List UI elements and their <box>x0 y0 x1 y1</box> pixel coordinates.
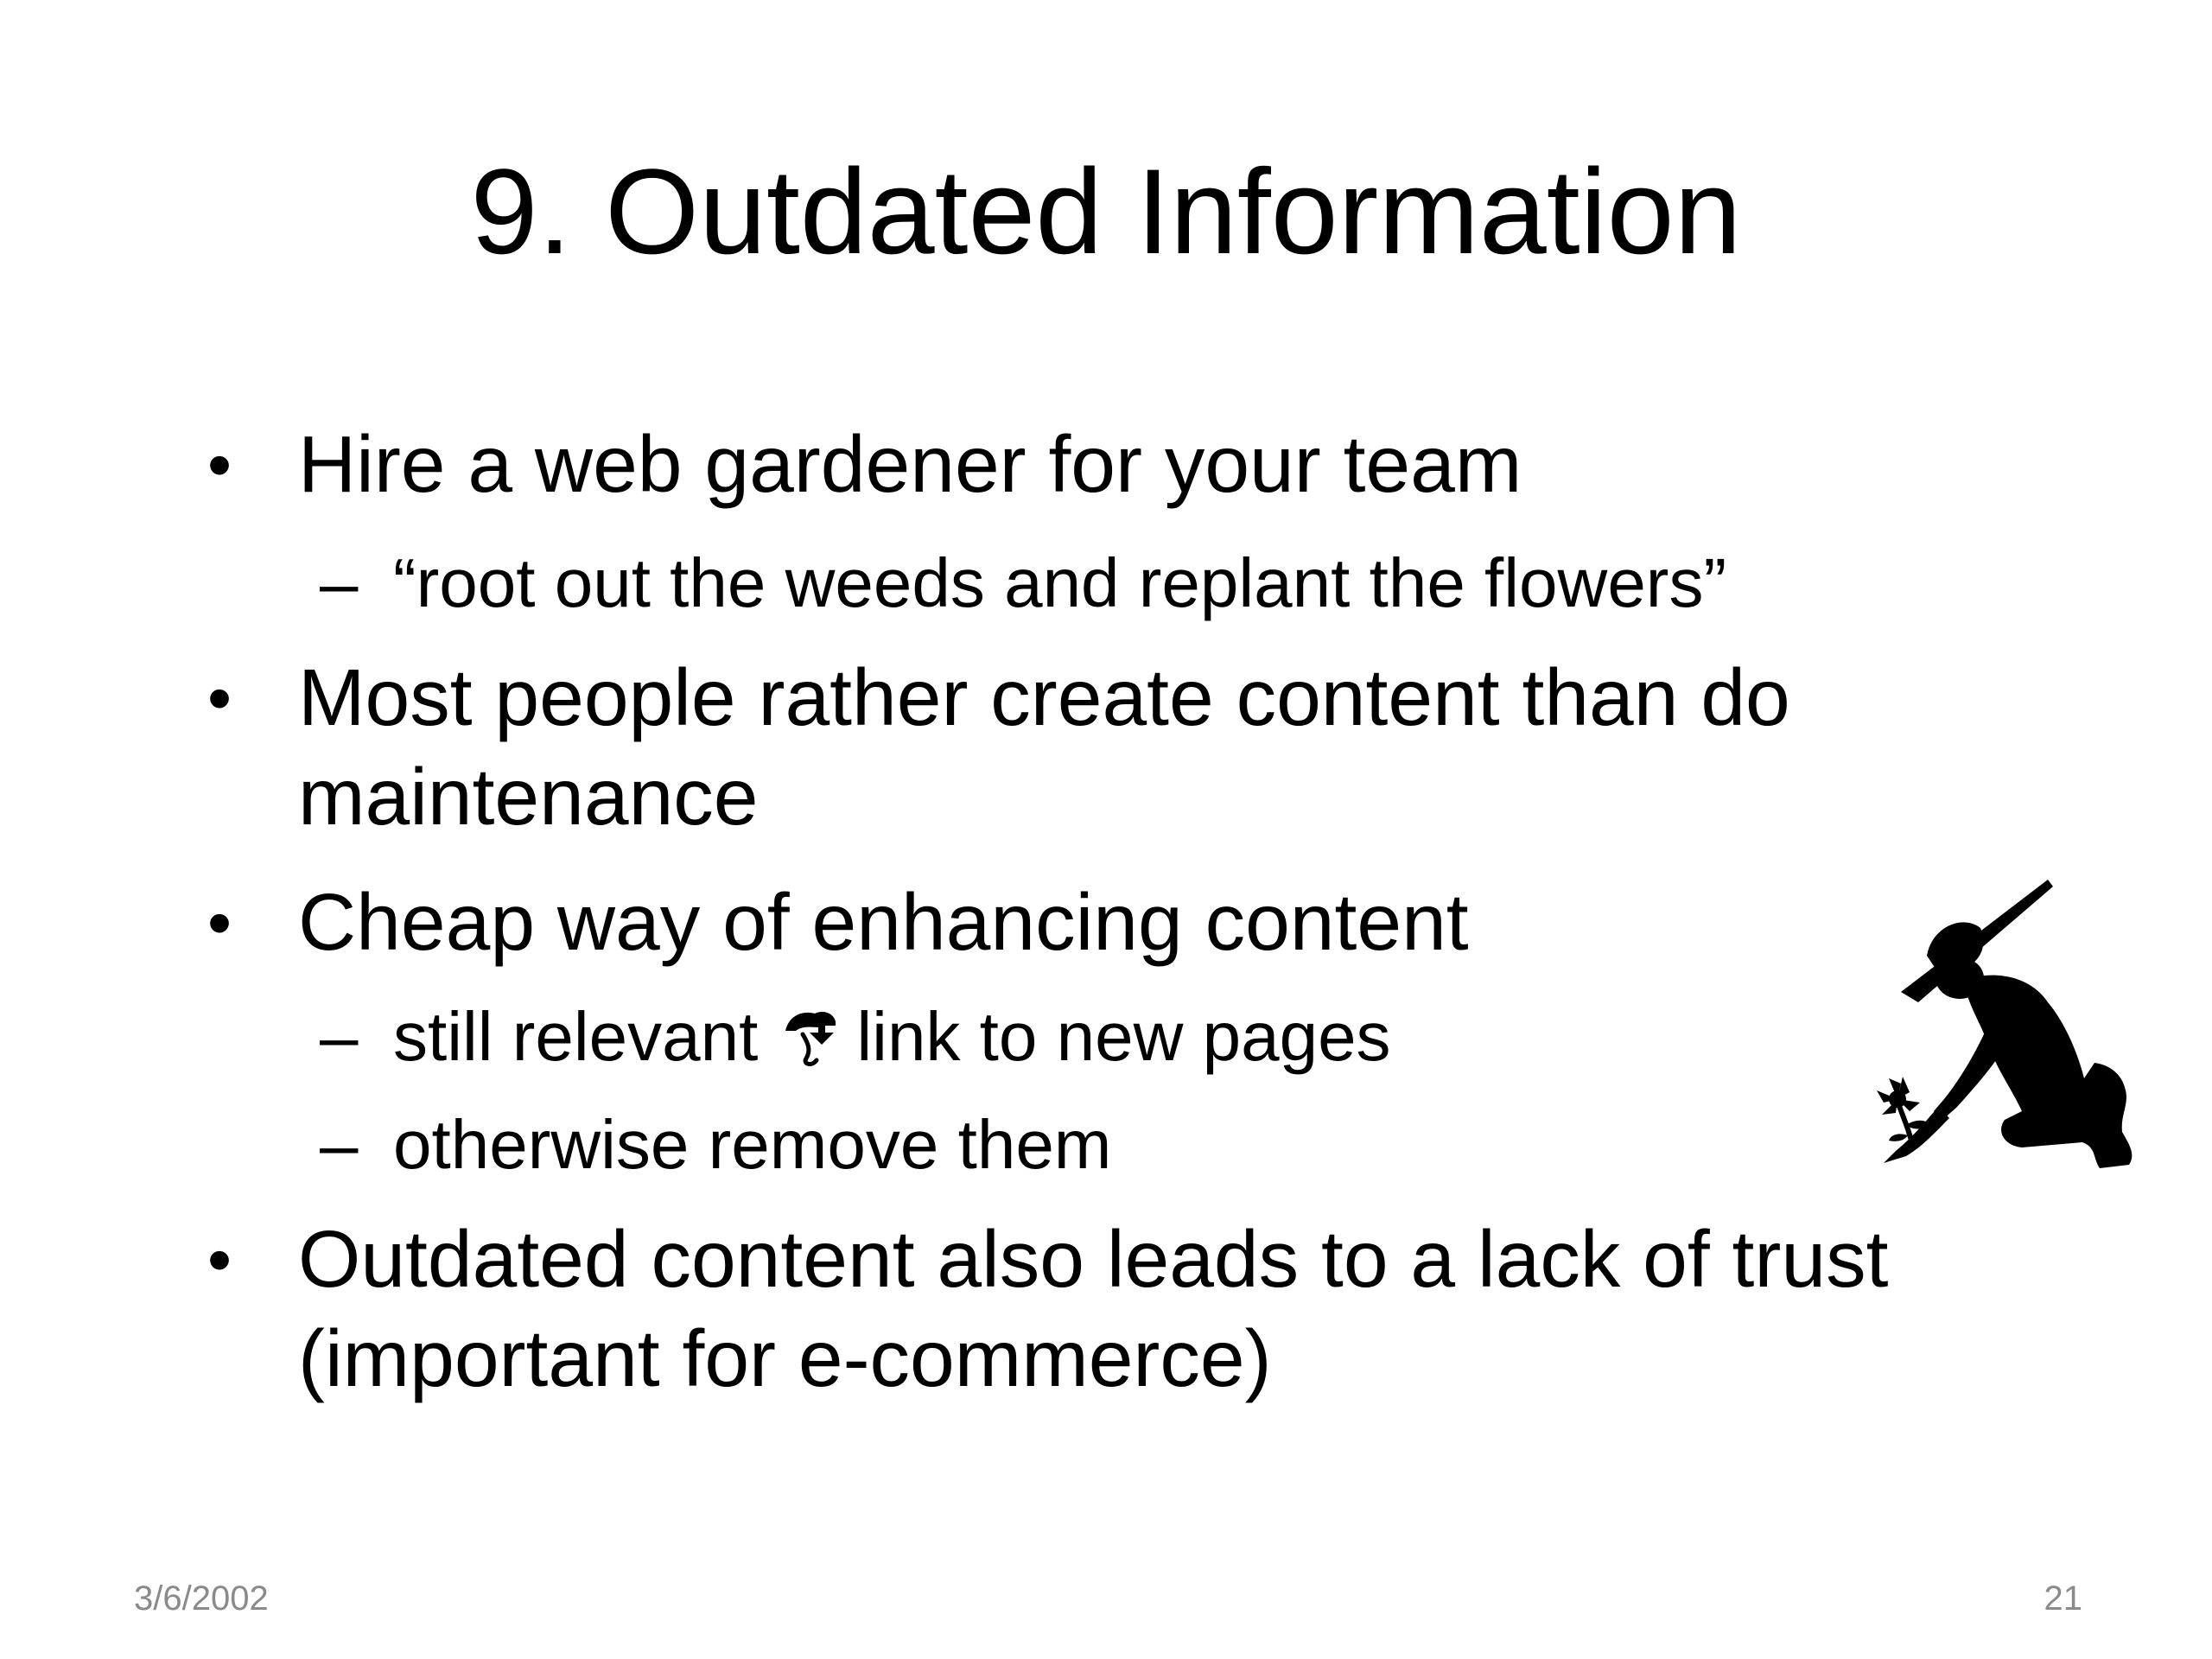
sub-bullet-text: otherwise remove them <box>393 1106 1112 1183</box>
sub-bullet-text-before: still relevant <box>393 998 759 1075</box>
slide-title: 9. Outdated Information <box>470 143 1742 279</box>
sub-bullet-symbol: – <box>320 998 359 1075</box>
bullet-symbol: • <box>207 659 232 736</box>
bullet-text: Most people rather create content than d… <box>298 652 1790 842</box>
bullet-text: Hire a web gardener for your team <box>298 419 1522 509</box>
arrow-icon <box>785 1011 836 1066</box>
bullet-symbol: • <box>207 426 232 503</box>
gardener-icon <box>1877 880 2133 1168</box>
bullet-text: Cheap way of enhancing content <box>298 877 1469 967</box>
sub-bullet-text: “root out the weeds and replant the flow… <box>393 544 1727 621</box>
bullet-symbol: • <box>207 884 232 961</box>
sub-bullet-symbol: – <box>320 544 359 621</box>
bullet-text: Outdated content also leads to a lack of… <box>298 1214 1889 1403</box>
bullet-symbol: • <box>207 1221 232 1298</box>
sub-bullet-symbol: – <box>320 1106 359 1183</box>
sub-bullet-text-after: link to new pages <box>856 998 1391 1075</box>
footer-page-number: 21 <box>2044 1580 2083 1618</box>
sub-bullet-text: still relevant link to new pages <box>393 994 1391 1080</box>
footer-date: 3/6/2002 <box>134 1580 269 1618</box>
